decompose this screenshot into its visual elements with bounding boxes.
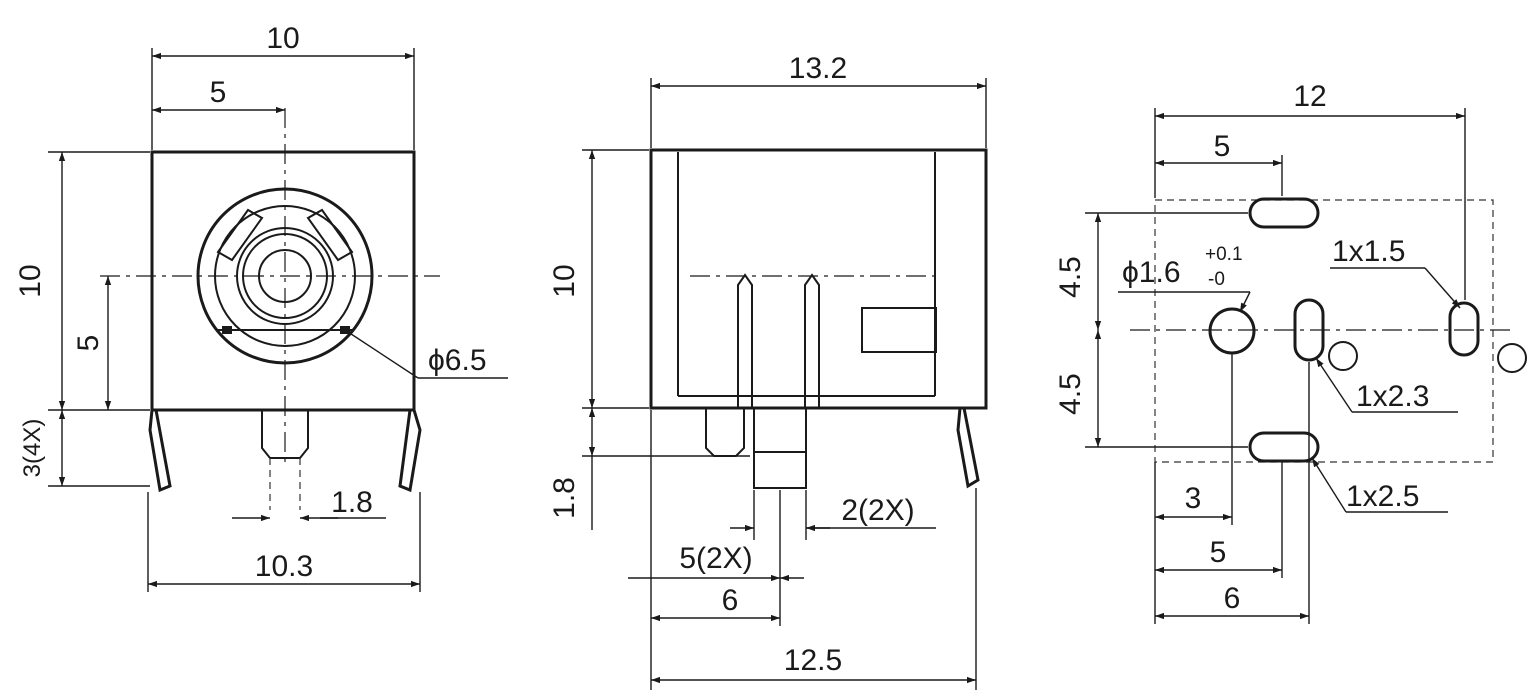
footprint-hole-diameter-label: ϕ1.6 — [1122, 256, 1181, 289]
leader-line — [1315, 357, 1353, 413]
footprint-width-label: 12 — [1293, 80, 1326, 113]
front-contact-tab-left — [216, 208, 264, 262]
front-center-height-label: 5 — [72, 335, 105, 352]
front-center-pin — [258, 249, 312, 303]
side-pin-offset-label: 5(2X) — [679, 542, 752, 575]
side-pin-right — [956, 406, 980, 489]
front-width-label: 10 — [266, 22, 299, 55]
front-height-label: 10 — [14, 264, 47, 297]
side-pin-width-label: 2(2X) — [841, 494, 914, 527]
side-pin-left — [705, 408, 745, 457]
front-body-outline — [150, 150, 416, 412]
front-pin-length-label: 3(4X) — [19, 419, 46, 478]
front-base-width-label: 10.3 — [255, 550, 313, 583]
footprint-tolerance-minus: -0 — [1208, 269, 1225, 290]
slot-right — [1448, 301, 1480, 357]
front-bore-inner — [214, 205, 356, 347]
leader-line — [344, 329, 419, 379]
slot-middle — [1293, 298, 1325, 362]
footprint-slot-c-offset-label: 6 — [1224, 582, 1241, 615]
front-view: 10 5 10 5 3(4X) 1.8 10.3 ϕ6.5 — [14, 22, 508, 592]
footprint-hole-offset-label: 3 — [1185, 482, 1202, 515]
footprint-slot-a-label: 1x1.5 — [1332, 235, 1405, 268]
front-pin-left — [148, 408, 172, 493]
footprint-tolerance-plus: +0.1 — [1205, 244, 1243, 265]
footprint-upper-spacing-label: 4.5 — [1054, 256, 1087, 298]
side-pin-length-label: 1.8 — [548, 477, 581, 519]
front-pin-ring-inner — [242, 233, 328, 319]
hole-small-middle — [1328, 341, 1358, 371]
footprint-slot-b-label: 1x2.3 — [1356, 380, 1429, 413]
side-height-label: 10 — [548, 264, 581, 297]
side-pin-center — [753, 407, 807, 489]
side-contact-left — [737, 273, 753, 408]
front-bore-outer — [196, 187, 374, 365]
footprint-view: 12 5 4.5 4.5 ϕ1.6 +0.1 -0 1x1.5 1x2.3 1x… — [1054, 80, 1527, 624]
front-bore-diameter-label: ϕ6.5 — [428, 344, 487, 377]
front-center-terminal — [261, 410, 309, 459]
footprint-slot-c-label: 1x2.5 — [1346, 480, 1419, 513]
leader-line — [1424, 267, 1461, 309]
side-length-label: 13.2 — [789, 52, 847, 85]
footprint-slot-offset-label: 5 — [1214, 130, 1231, 163]
footprint-slot-b-offset-label: 5 — [1210, 536, 1227, 569]
front-contact-tab-right — [306, 208, 354, 262]
footprint-outline — [1154, 199, 1494, 463]
side-contact-right — [804, 273, 820, 408]
side-base-length-label: 12.5 — [784, 644, 842, 677]
front-pin-ring — [236, 227, 334, 325]
footprint-lower-spacing-label: 4.5 — [1054, 373, 1087, 415]
hole-main — [1208, 307, 1256, 355]
leader-line — [1311, 457, 1347, 513]
front-center-offset-label: 5 — [210, 76, 227, 109]
side-pin-spacing-label: 6 — [722, 584, 739, 617]
side-view: 13.2 10 1.8 2(2X) 5(2X) 6 12.5 — [548, 52, 988, 690]
front-pin-right — [398, 408, 422, 493]
leader-line — [1239, 291, 1251, 313]
slot-bottom — [1248, 431, 1320, 463]
side-switch-block — [861, 307, 937, 353]
front-pin-width-label: 1.8 — [331, 486, 373, 519]
hole-small-right — [1497, 343, 1527, 373]
front-floor-notch-left — [222, 326, 232, 334]
slot-top — [1248, 197, 1320, 229]
